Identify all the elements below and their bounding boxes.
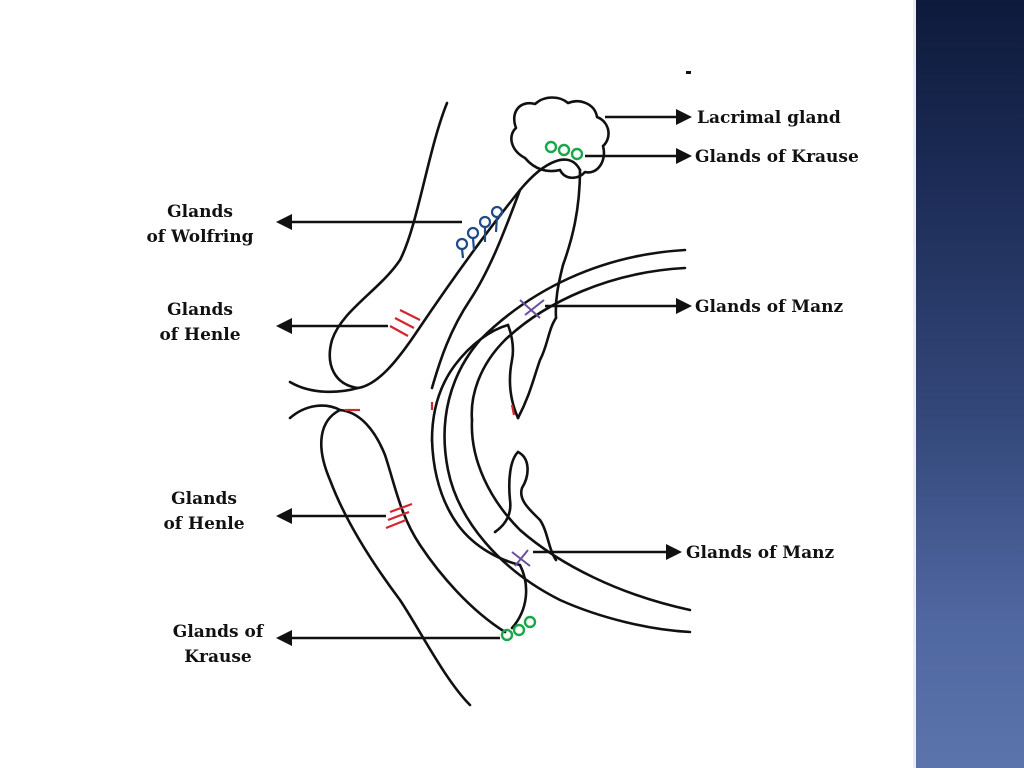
label-lacrimal-gland: Lacrimal gland [697, 108, 841, 128]
label-henle-upper-line2: of Henle [159, 325, 240, 345]
lower-fornix-outline [493, 450, 558, 562]
lacrimal-gland-outline [510, 96, 610, 180]
label-wolfring-line1: Glands [167, 202, 233, 222]
label-manz-upper: Glands of Manz [695, 297, 843, 317]
globe-outline [443, 248, 692, 634]
upper-conjunctiva-outline [430, 168, 582, 390]
stray-mark [686, 71, 691, 74]
arrow-henle-lower [276, 508, 386, 524]
label-henle-lower-line1: Glands [171, 489, 237, 509]
arrow-wolfring [276, 214, 462, 230]
krause-gland-circle [544, 140, 558, 154]
eyelid-glands-diagram: Lacrimal gland Glands of Krause Glands o… [146, 71, 859, 707]
label-henle-upper-line1: Glands [167, 300, 233, 320]
krause-upper-glands [544, 140, 584, 161]
manz-upper-glands [519, 299, 545, 319]
arrow-krause-upper [585, 148, 692, 164]
krause-gland-circle [570, 147, 584, 161]
krause-gland-circle [523, 615, 537, 629]
label-henle-lower-line2: of Henle [163, 514, 244, 534]
lid-margin-marks [345, 402, 516, 416]
arrow-manz-lower [533, 544, 682, 560]
label-krause-upper: Glands of Krause [695, 147, 859, 167]
upper-fornix-outline [430, 316, 558, 442]
upper-lid-skin-outline [288, 101, 582, 394]
wolfring-glands [455, 205, 504, 259]
label-manz-lower: Glands of Manz [686, 543, 834, 563]
arrow-manz-upper [545, 298, 692, 314]
krause-gland-circle [557, 143, 571, 157]
arrow-lacrimal-gland [605, 109, 692, 125]
side-decor-panel [913, 0, 1024, 768]
label-krause-lower-line2: Krause [184, 647, 252, 667]
krause-lower-glands [500, 615, 537, 642]
henle-lower-glands [385, 502, 413, 530]
manz-lower-glands [511, 549, 531, 567]
henle-upper-glands [389, 309, 421, 337]
label-krause-lower-line1: Glands of [173, 622, 265, 642]
arrow-henle-upper [276, 318, 388, 334]
krause-gland-circle [512, 623, 526, 637]
krause-gland-circle [500, 628, 514, 642]
label-wolfring-line2: of Wolfring [146, 227, 253, 247]
arrow-krause-lower [276, 630, 500, 646]
